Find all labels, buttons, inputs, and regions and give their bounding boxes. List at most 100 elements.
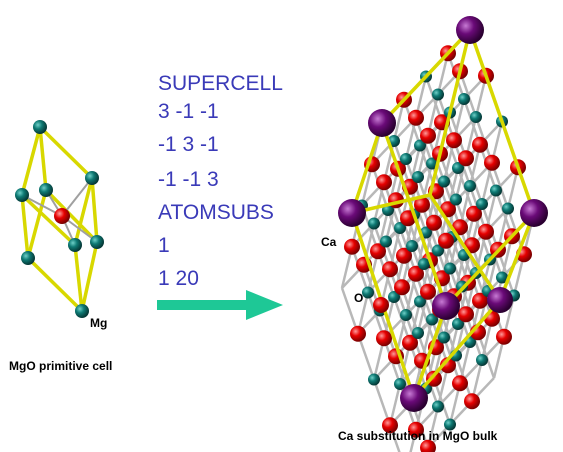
- mg-atom: [368, 217, 380, 230]
- ca-atom: [400, 384, 428, 412]
- mg-atom: [458, 93, 470, 105]
- primitive-cell-edges: [20, 125, 99, 313]
- mg-atom: [400, 309, 412, 321]
- mg-atom: [438, 175, 450, 188]
- o-atom: [394, 279, 410, 296]
- o-atom: [458, 306, 474, 323]
- mg-atom: [452, 318, 464, 330]
- primitive-cell: [15, 120, 104, 318]
- mg-atom: [476, 198, 488, 210]
- bond: [424, 76, 444, 123]
- o-atom: [402, 334, 418, 351]
- mg-atom: [414, 139, 426, 152]
- o-atom: [484, 154, 500, 171]
- o-atom: [400, 210, 416, 227]
- mg-atom: [432, 400, 444, 413]
- o-atom: [458, 150, 474, 167]
- mg-atom: [15, 188, 29, 202]
- bond: [356, 333, 376, 380]
- o-atom: [426, 370, 442, 387]
- mg-atom: [39, 183, 53, 197]
- mg-atom: [490, 184, 502, 197]
- mg-atom: [400, 153, 412, 165]
- ca-atom: [520, 199, 548, 227]
- mg-atom: [426, 313, 438, 326]
- mg-atom: [412, 327, 424, 339]
- o-atom: [408, 109, 424, 126]
- o-atom: [438, 232, 454, 249]
- supercell: [338, 16, 548, 452]
- o-atom: [408, 421, 424, 438]
- o-atom: [376, 174, 392, 191]
- o-atom: [382, 261, 398, 278]
- ca-atoms: [338, 16, 548, 412]
- command-line-2: 3 -1 -1: [158, 100, 219, 123]
- command-line-4: -1 -1 3: [158, 168, 219, 191]
- o-atom: [446, 132, 462, 149]
- o-atom: [426, 214, 442, 231]
- o-atom: [376, 330, 392, 347]
- o-atom: [420, 439, 436, 452]
- bond: [494, 190, 514, 237]
- o-atom: [464, 393, 480, 410]
- command-line-5: ATOMSUBS: [158, 201, 274, 224]
- ca-atom: [338, 199, 366, 227]
- supercell-lattice: [340, 29, 536, 452]
- mg-atom: [432, 244, 444, 257]
- bond: [462, 98, 482, 146]
- mg-atom: [418, 258, 430, 270]
- o-atom: [382, 417, 398, 434]
- o-atom: [466, 205, 482, 222]
- mg-label: Mg: [90, 316, 108, 330]
- command-line-1: SUPERCELL: [158, 72, 283, 95]
- o-atom: [54, 208, 70, 224]
- o-atom: [472, 136, 488, 153]
- mg-atom: [412, 171, 424, 183]
- mg-atom: [85, 171, 99, 185]
- mg-atom: [75, 304, 89, 318]
- ca-atom: [432, 292, 460, 320]
- mg-atom: [432, 88, 444, 101]
- mg-atom: [394, 378, 406, 390]
- bond: [388, 424, 401, 452]
- o-atom: [496, 328, 512, 345]
- o-atom: [472, 292, 488, 309]
- mg-atom: [438, 331, 450, 344]
- mg-atom: [368, 373, 380, 386]
- bond: [392, 296, 412, 344]
- mg-atom: [452, 162, 464, 174]
- o-atom: [414, 196, 430, 213]
- o-atom: [370, 243, 386, 260]
- ca-atom: [368, 109, 396, 137]
- bond: [386, 209, 406, 257]
- bond: [456, 167, 476, 215]
- ca-atom: [487, 287, 513, 313]
- mg-atom: [33, 120, 47, 134]
- mg-atom: [380, 235, 392, 248]
- mg-atom: [470, 111, 482, 123]
- o-atom: [478, 223, 494, 240]
- o-atom: [452, 375, 468, 392]
- mg-atom: [464, 180, 476, 192]
- o-label: O: [354, 291, 364, 305]
- mg-atom: [406, 240, 418, 252]
- mg-atom: [68, 238, 82, 252]
- mg-atom: [21, 251, 35, 265]
- ca-atom: [456, 16, 484, 44]
- primitive-cell-atoms: [15, 120, 104, 318]
- mg-atom: [502, 202, 514, 215]
- bond: [340, 287, 360, 335]
- o-atom: [373, 297, 389, 313]
- command-line-7: 1 20: [158, 267, 199, 290]
- right-arrow-icon: [157, 290, 283, 320]
- primitive-cell-caption: MgO primitive cell: [9, 359, 113, 373]
- bond: [450, 236, 470, 284]
- mg-atom: [476, 354, 488, 366]
- o-atom: [408, 265, 424, 282]
- mg-atom: [90, 235, 104, 249]
- mg-atom: [450, 193, 462, 206]
- mg-atom: [444, 262, 456, 275]
- o-atom: [396, 247, 412, 264]
